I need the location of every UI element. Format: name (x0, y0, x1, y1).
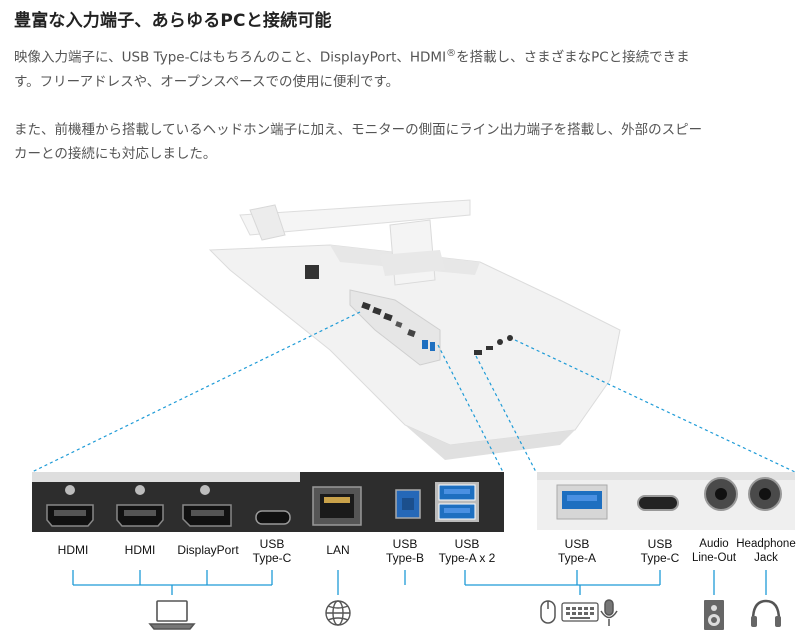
label-usbc-side-line2: Type-C (640, 551, 680, 565)
label-usbc-rear: USB Type-C (247, 537, 297, 565)
label-headphone-jack-line1: Headphone (736, 538, 796, 550)
label-headphone-jack: Headphone Jack (733, 537, 799, 565)
label-usba-side-line2: Type-A (557, 551, 596, 565)
lan-port (312, 486, 362, 526)
label-audio-lineout: Audio Line-Out (688, 537, 740, 565)
label-audio-lineout-line2: Line-Out (691, 552, 737, 564)
label-usba-rear-line1: USB (454, 537, 480, 551)
label-usbb-line1: USB (392, 537, 418, 551)
label-displayport: DisplayPort (177, 543, 239, 557)
paragraph-inputs: 映像入力端子に、USB Type-Cはもちろんのこと、DisplayPort、H… (14, 42, 804, 94)
paragraph-inputs-line2: す。フリーアドレスや、オープンスペースでの使用に便利です。 (14, 73, 400, 90)
keyboard-icon (561, 602, 599, 622)
audio-lineout-jack (704, 477, 738, 511)
grouping-lines (72, 570, 767, 595)
paragraph-inputs-text-a: 映像入力端子に、USB Type-Cはもちろんのこと、DisplayPort、H… (14, 49, 447, 66)
page-title: 豊富な入力端子、あらゆるPCと接続可能 (14, 11, 332, 31)
usbc-port-side (637, 495, 679, 511)
side-port-panel (537, 472, 795, 530)
label-usba-rear: USB Type-A x 2 (432, 537, 502, 565)
label-usba-rear-line2: Type-A x 2 (438, 551, 496, 565)
globe-icon (325, 600, 351, 626)
displayport-port (182, 504, 232, 527)
label-lan: LAN (326, 543, 350, 557)
paragraph-audio-line2: カーとの接続にも対応しました。 (14, 146, 217, 162)
monitor-body (208, 199, 621, 460)
usbc-port-rear (255, 510, 291, 525)
hdmi-port-1 (46, 504, 94, 527)
paragraph-inputs-text-b: を搭載し、さまざまなPCと接続できま (456, 49, 690, 66)
label-hdmi-2: HDMI (124, 543, 156, 557)
label-usbb: USB Type-B (380, 537, 430, 565)
label-usba-side: USB Type-A (552, 537, 602, 565)
label-usba-side-line1: USB (564, 537, 590, 551)
paragraph-audio-line1: また、前機種から搭載しているヘッドホン端子に加え、モニターの側面にライン出力端子… (14, 122, 703, 138)
headphone-jack (748, 477, 782, 511)
usba-port-side (556, 484, 608, 520)
label-usbb-line2: Type-B (385, 551, 424, 565)
label-usbc-rear-line2: Type-C (252, 551, 292, 565)
label-audio-lineout-line1: Audio (699, 538, 729, 550)
rear-port-panel (32, 472, 504, 532)
microphone-icon (600, 599, 618, 626)
label-headphone-jack-line2: Jack (754, 552, 778, 564)
hdmi-port-2 (116, 504, 164, 527)
label-usbc-side: USB Type-C (635, 537, 685, 565)
registered-mark: ® (446, 48, 457, 59)
laptop-icon (148, 600, 196, 630)
label-usbc-rear-line1: USB (259, 537, 285, 551)
mouse-icon (540, 600, 556, 624)
usbb-port (395, 489, 421, 519)
headphone-icon (751, 599, 781, 627)
paragraph-audio: また、前機種から搭載しているヘッドホン端子に加え、モニターの側面にライン出力端子… (14, 118, 804, 166)
speaker-icon (704, 600, 724, 630)
label-usbc-side-line1: USB (647, 537, 673, 551)
usba-port-stack (435, 482, 479, 522)
callout-lines (31, 311, 796, 473)
label-hdmi-1: HDMI (57, 543, 89, 557)
